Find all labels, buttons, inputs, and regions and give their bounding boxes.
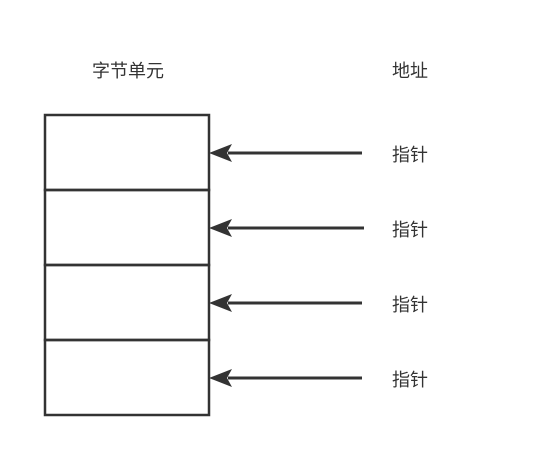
- byte-unit-header: 字节单元: [92, 61, 164, 82]
- pointer-arrow-1: [209, 144, 362, 162]
- pointer-arrow-4: [209, 369, 362, 387]
- pointer-label-4: 指针: [392, 370, 428, 391]
- arrowhead-icon: [209, 144, 232, 162]
- arrowhead-icon: [209, 369, 232, 387]
- pointer-label-2: 指针: [392, 220, 428, 241]
- memory-cell-stack: [43, 113, 211, 417]
- arrowhead-icon: [209, 219, 232, 237]
- memory-cell-2: [43, 188, 211, 267]
- pointer-label-1: 指针: [392, 145, 428, 166]
- memory-cell-4: [43, 338, 211, 417]
- pointer-label-3: 指针: [392, 295, 428, 316]
- memory-cell-1: [43, 113, 211, 192]
- pointer-arrow-2: [209, 219, 364, 237]
- address-header: 地址: [392, 61, 428, 82]
- arrowhead-icon: [209, 294, 232, 312]
- pointer-arrow-3: [209, 294, 362, 312]
- memory-cell-3: [43, 263, 211, 342]
